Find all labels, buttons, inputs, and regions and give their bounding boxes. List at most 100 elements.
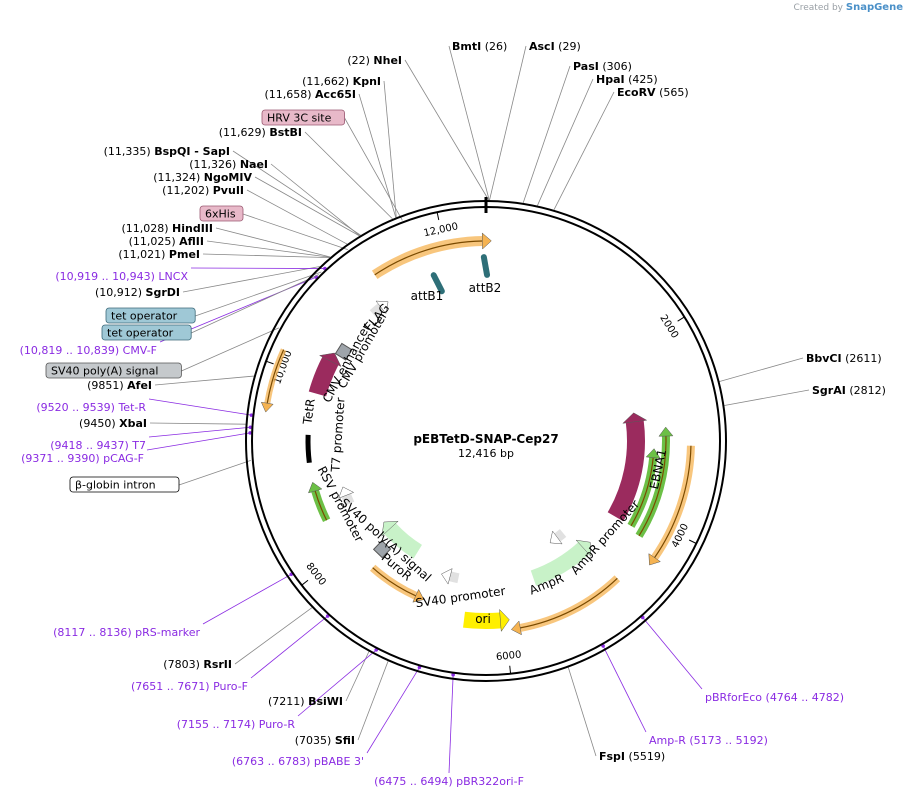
site-leader xyxy=(202,253,330,258)
site-leader xyxy=(719,357,804,382)
primer-dot xyxy=(248,425,253,430)
box-label-sv40-poly-a-signal: SV40 poly(A) signal xyxy=(51,365,158,378)
green-arc-3-head xyxy=(308,481,323,494)
ebna1-arc-head xyxy=(622,412,648,424)
site-position: (11,335) xyxy=(104,145,155,158)
ampr-promoter-marker-head xyxy=(549,530,563,545)
box-label-tet-operator: tet operator xyxy=(107,327,174,340)
site-name: PvuII xyxy=(213,184,244,197)
site-position: (29) xyxy=(555,40,581,53)
site-name: AscI xyxy=(529,40,555,53)
site-pmei: (11,021) PmeI xyxy=(118,248,200,261)
site-leader xyxy=(448,45,490,201)
site-position: (7035) xyxy=(295,734,335,747)
box-label-tet-operator: tet operator xyxy=(111,310,178,323)
site-name: XbaI xyxy=(119,417,147,430)
site-position: (565) xyxy=(656,86,689,99)
site-leader xyxy=(215,227,331,258)
site-ecorv: EcoRV (565) xyxy=(617,86,689,99)
site-leader xyxy=(182,266,320,293)
site-name: BspQI - SapI xyxy=(154,145,230,158)
box-leader xyxy=(191,274,319,334)
site-bbvci: BbvCI (2611) xyxy=(806,352,882,365)
orf-arc-top-core xyxy=(374,240,483,276)
primer-leader xyxy=(148,398,252,416)
site-position: (11,202) xyxy=(162,184,213,197)
green-arc-2-core xyxy=(630,457,654,527)
tick-mark xyxy=(265,360,274,365)
site-name: BmtI xyxy=(452,40,481,53)
feature-arcs xyxy=(260,232,695,636)
primer-leader xyxy=(250,615,328,679)
box-label-bg xyxy=(105,307,196,324)
site-hindiii: (11,028) HindIII xyxy=(121,222,213,235)
site-leader xyxy=(522,65,571,204)
site-name: KpnI xyxy=(353,75,381,88)
orf-arc-lower-left-head xyxy=(412,588,425,603)
orf-arc-top xyxy=(371,236,483,279)
tetr-arc-head xyxy=(318,352,342,368)
cmv-promoter-marker-head xyxy=(375,300,389,315)
ampr-promoter-marker xyxy=(554,529,567,542)
site-name: NheI xyxy=(373,54,402,67)
site-naei: (11,326) NaeI xyxy=(189,158,268,171)
site-pasi: PasI (306) xyxy=(573,60,632,73)
site-position: (10,912) xyxy=(95,286,146,299)
site-position: (22) xyxy=(347,54,373,67)
box-label-bg xyxy=(69,476,180,493)
site-leader xyxy=(553,91,615,210)
t7-promoter-label: T7 promoter xyxy=(328,397,347,473)
site-position: (11,658) xyxy=(264,88,315,101)
primer-pbabe-3-: (6763 .. 6783) pBABE 3' xyxy=(232,755,364,768)
orf-arc-left-head xyxy=(260,401,274,413)
primer-leader xyxy=(448,674,454,774)
site-name: PasI xyxy=(573,60,599,73)
site-position: (11,021) xyxy=(118,248,169,261)
site-leader xyxy=(489,45,527,201)
site-name: FspI xyxy=(599,750,625,763)
primer-dot xyxy=(248,431,252,435)
site-leader xyxy=(270,163,360,237)
orf-arc-right-core xyxy=(654,445,692,558)
site-position: (11,028) xyxy=(121,222,172,235)
primer-dot xyxy=(249,413,254,417)
tick-mark xyxy=(688,539,697,544)
site-leader xyxy=(154,375,254,386)
site-leader xyxy=(567,667,597,757)
sv40-promoter-marker-head xyxy=(441,568,453,585)
site-sgrdi: (10,912) SgrDI xyxy=(95,286,180,299)
attb1-marker xyxy=(430,272,445,295)
primer-leader xyxy=(366,667,420,754)
orf-arc-lower-right-head xyxy=(510,620,522,636)
primer-leader xyxy=(642,617,703,690)
site-leader xyxy=(246,189,348,245)
rsv-promoter-marker-head xyxy=(338,486,355,499)
site-name: BsiWI xyxy=(308,695,343,708)
site-position: (11,629) xyxy=(219,126,270,139)
site-pvuii: (11,202) PvuII xyxy=(162,184,244,197)
site-name: SgrDI xyxy=(146,286,180,299)
attb2-label: attB2 xyxy=(469,281,502,295)
site-position: (9851) xyxy=(87,379,127,392)
snapgene-logo: SnapGene xyxy=(845,2,903,13)
orf-arc-top-head xyxy=(481,232,492,250)
primer-pcag-f: (9371 .. 9390) pCAG-F xyxy=(21,452,144,465)
site-afei: (9851) AfeI xyxy=(87,379,152,392)
box-leader xyxy=(178,459,251,486)
site-name: EcoRV xyxy=(617,86,656,99)
snapgene-credit: Created by SnapGene xyxy=(793,2,903,13)
site-position: (11,326) xyxy=(189,158,240,171)
site-bspqi: (11,335) BspQI - SapI xyxy=(104,145,230,158)
site-name: NaeI xyxy=(240,158,268,171)
puror-arc-head xyxy=(381,520,399,537)
orf-arc-lower-right-core xyxy=(520,577,618,629)
site-leader xyxy=(358,93,397,218)
site-bsiwi: (7211) BsiWI xyxy=(268,695,343,708)
site-name: SfiI xyxy=(335,734,355,747)
site-name: PmeI xyxy=(169,248,200,261)
primer-leader xyxy=(148,426,251,438)
site-name: BbvCI xyxy=(806,352,842,365)
sv40-polya-block-2 xyxy=(334,342,353,361)
site-position: (9450) xyxy=(79,417,119,430)
attb2-marker xyxy=(480,254,491,278)
